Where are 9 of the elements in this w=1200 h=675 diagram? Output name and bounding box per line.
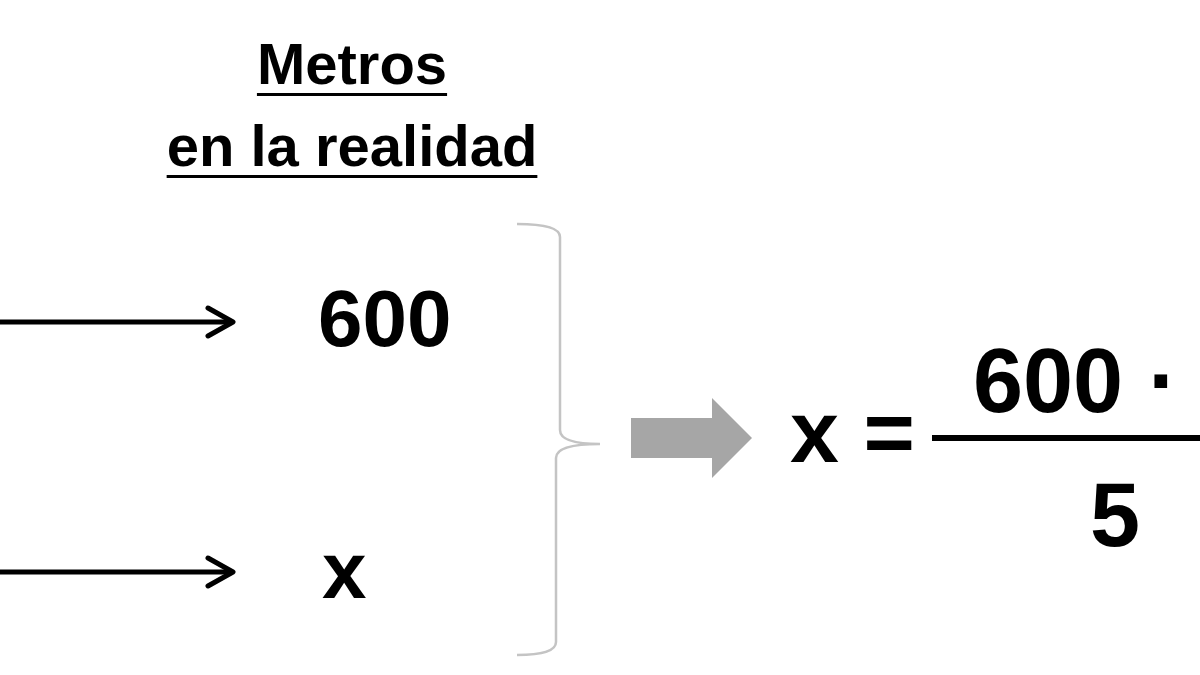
denominator-text: 5 [1090, 470, 1141, 560]
equation-lhs-text: x = [790, 388, 915, 476]
numerator-text: 600 · [973, 336, 1179, 426]
block-arrow [631, 398, 752, 478]
arrow [0, 305, 236, 339]
column-heading: Metros en la realidad [165, 30, 539, 180]
variable-text: x [322, 531, 367, 611]
arrow [0, 555, 236, 589]
number-text: 600 [318, 279, 452, 359]
